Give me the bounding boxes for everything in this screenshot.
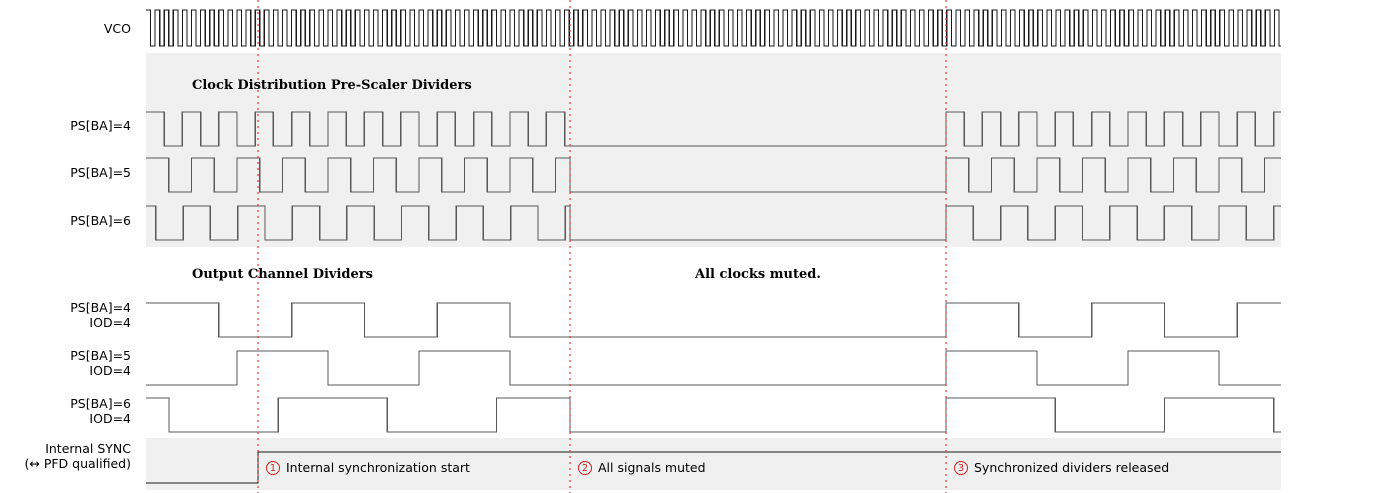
marker-1-badge-icon: 1 [266,460,280,475]
marker-2: 2 All signals muted [578,459,706,475]
label-ps4-pre-line1: PS[BA]=4 [70,118,131,133]
waveform-ps-ba-5-iod-4-after-release [945,350,1281,386]
label-vco-line1: VCO [103,21,131,36]
background-band-layer [146,53,1281,490]
label-ps4-pre: PS[BA]=4 [70,118,131,133]
waveform-ps-ba-6-prescaler-before-mute [146,205,571,241]
waveform-vco [146,9,1281,47]
label-internal-sync: Internal SYNC(↔ PFD qualified) [25,441,132,471]
marker-2-text: All signals muted [598,460,706,475]
label-ps5-iod-line1: PS[BA]=5 [70,348,131,363]
sync-line-layer [257,0,947,493]
marker-3: 3 Synchronized dividers released [954,459,1169,475]
label-ps5-pre: PS[BA]=5 [70,165,131,180]
marker-2-badge-icon: 2 [578,460,592,475]
label-vco: VCO [104,21,131,36]
waveform-internal-sync [146,451,1281,484]
label-ps6-iod-line2: IOD=4 [89,411,131,426]
marker-3-badge-icon: 3 [954,460,968,475]
label-ps6-pre-line1: PS[BA]=6 [70,213,131,228]
marker-1-text: Internal synchronization start [286,460,470,475]
waveform-ps-ba-5-prescaler-after-release [945,157,1281,193]
label-internal-sync-line1: Internal SYNC [45,441,131,456]
waveform-ps-ba-5-prescaler-before-mute [146,157,571,193]
muted-note: All clocks muted. [695,267,821,282]
marker-3-text: Synchronized dividers released [974,460,1170,475]
waveform-ps-ba-6-iod-4-after-release [945,397,1281,433]
waveform-layer [146,9,1281,484]
waveform-ps-ba-4-iod-4-before-mute [146,302,570,338]
prescaler-heading: Clock Distribution Pre-Scaler Dividers [192,78,472,93]
waveform-ps-ba-5-iod-4-before-mute [146,350,570,386]
waveform-ps-ba-4-prescaler-after-release [945,111,1281,147]
waveform-ps-ba-4-iod-4-after-release [945,302,1281,338]
marker-1: 1 Internal synchronization start [266,459,470,475]
prescaler-band [146,53,1281,247]
waveform-ps-ba-6-iod-4-before-mute [146,397,571,433]
waveform-ps-ba-6-prescaler-after-release [945,205,1281,241]
label-ps6-iod-line1: PS[BA]=6 [70,396,131,411]
label-internal-sync-line2: (↔ PFD qualified) [24,456,132,471]
output-heading: Output Channel Dividers [192,267,373,282]
label-ps4-iod-line2: IOD=4 [89,315,131,330]
label-ps5-pre-line1: PS[BA]=5 [70,165,131,180]
label-ps4-iod-line1: PS[BA]=4 [70,300,131,315]
label-ps5-iod-line2: IOD=4 [89,363,131,378]
sync-band [146,438,1281,490]
waveform-ps-ba-4-prescaler-before-mute [146,111,570,147]
label-ps6-pre: PS[BA]=6 [70,213,131,228]
